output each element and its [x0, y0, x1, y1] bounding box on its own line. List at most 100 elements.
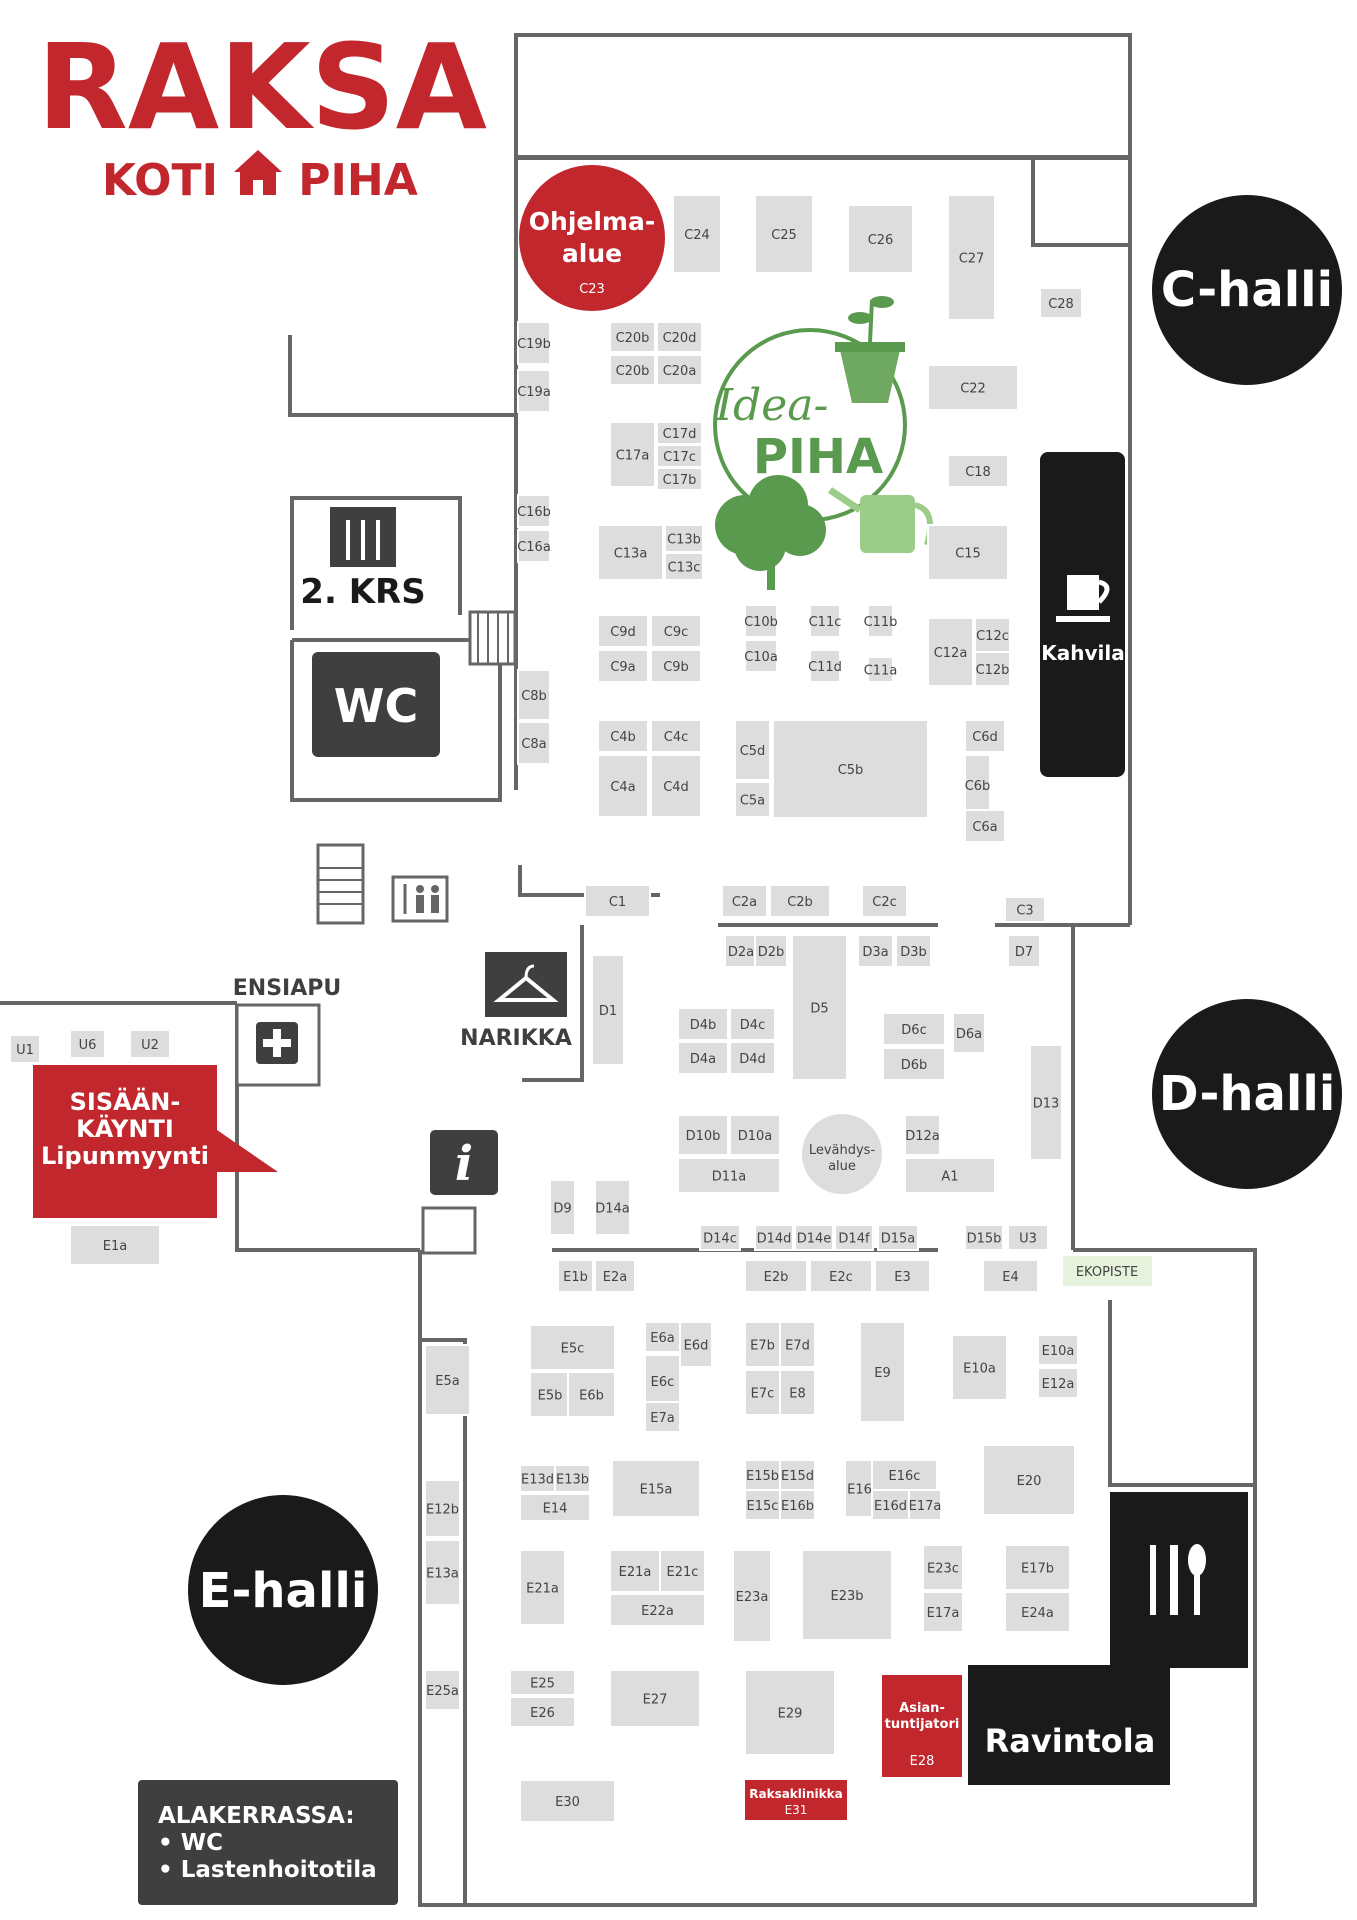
info-point[interactable]: i — [421, 1130, 498, 1255]
booth-e25[interactable]: E25 — [509, 1669, 576, 1696]
booth-c2c[interactable]: C2c — [861, 884, 908, 918]
booth-c15[interactable]: C15 — [927, 524, 1009, 581]
booth-e27[interactable]: E27 — [609, 1669, 701, 1728]
booth-d14a[interactable]: D14a — [594, 1179, 631, 1236]
booth-d4d[interactable]: D4d — [729, 1041, 776, 1075]
booth-c8b[interactable]: C8b — [517, 669, 551, 721]
booth-d10b[interactable]: D10b — [677, 1114, 729, 1156]
booth-e5a[interactable]: E5a — [424, 1344, 471, 1416]
booth-e25a[interactable]: E25a — [424, 1669, 461, 1711]
booth-c19a[interactable]: C19a — [517, 369, 551, 413]
booth-e7d[interactable]: E7d — [779, 1321, 816, 1368]
booth-d14d[interactable]: D14d — [754, 1224, 794, 1251]
booth-c9c[interactable]: C9c — [650, 614, 702, 648]
booth-c20a[interactable]: C20a — [656, 354, 703, 386]
booth-e2c[interactable]: E2c — [809, 1259, 873, 1293]
booth-e10a[interactable]: E10a — [1037, 1334, 1079, 1366]
booth-e13b[interactable]: E13b — [554, 1464, 591, 1493]
booth-a1[interactable]: A1 — [904, 1157, 996, 1194]
booth-c11a[interactable]: C11a — [864, 656, 898, 683]
booth-d6c[interactable]: D6c — [882, 1012, 946, 1046]
booth-c17d[interactable]: C17d — [656, 421, 703, 445]
booth-e2a[interactable]: E2a — [594, 1259, 636, 1293]
booth-e16d[interactable]: E16d — [871, 1489, 910, 1521]
wc-zone[interactable]: WC — [290, 638, 502, 802]
levahdys-zone[interactable]: Levähdys- alue — [802, 1114, 882, 1194]
booth-e26[interactable]: E26 — [509, 1696, 576, 1728]
booth-c9d[interactable]: C9d — [597, 614, 649, 648]
ohjelma-alue-zone[interactable]: Ohjelma- alue C23 — [519, 165, 665, 311]
booth-c8a[interactable]: C8a — [517, 721, 551, 765]
booth-e3[interactable]: E3 — [874, 1259, 931, 1293]
booth-c22[interactable]: C22 — [927, 364, 1019, 411]
booth-c1[interactable]: C1 — [584, 884, 651, 918]
booth-c11c[interactable]: C11c — [809, 604, 842, 638]
booth-e15c[interactable]: E15c — [744, 1489, 781, 1521]
booth-d3a[interactable]: D3a — [857, 934, 894, 968]
booth-e15d[interactable]: E15d — [779, 1459, 816, 1491]
booth-c4a[interactable]: C4a — [597, 754, 649, 818]
booth-e21a[interactable]: E21a — [519, 1549, 566, 1626]
booth-c13c[interactable]: C13c — [664, 552, 704, 581]
booth-d15a[interactable]: D15a — [877, 1224, 919, 1251]
booth-c17a[interactable]: C17a — [609, 421, 656, 488]
booth-c26[interactable]: C26 — [847, 204, 914, 274]
booth-e16b[interactable]: E16b — [779, 1489, 816, 1521]
booth-c4b[interactable]: C4b — [597, 719, 649, 753]
booth-c2a[interactable]: C2a — [721, 884, 768, 918]
booth-u3[interactable]: U3 — [1007, 1224, 1049, 1251]
booth-c12c[interactable]: C12c — [974, 617, 1011, 653]
booth-d4c[interactable]: D4c — [729, 1007, 776, 1041]
booth-e17b[interactable]: E17b — [1004, 1544, 1071, 1591]
booth-e9[interactable]: E9 — [859, 1321, 906, 1423]
booth-c16a[interactable]: C16a — [517, 529, 551, 563]
booth-e5b[interactable]: E5b — [529, 1371, 571, 1418]
booth-c11d[interactable]: C11d — [808, 649, 842, 683]
booth-e21a[interactable]: E21a — [609, 1549, 661, 1593]
booth-c4c[interactable]: C4c — [650, 719, 702, 753]
booth-u6[interactable]: U6 — [69, 1029, 106, 1059]
booth-c19b[interactable]: C19b — [517, 321, 551, 365]
booth-e20[interactable]: E20 — [982, 1444, 1076, 1516]
booth-e17a[interactable]: E17a — [922, 1591, 964, 1633]
booth-d6b[interactable]: D6b — [882, 1047, 946, 1081]
booth-c13b[interactable]: C13b — [664, 524, 704, 553]
booth-e15a[interactable]: E15a — [611, 1459, 701, 1518]
booth-d9[interactable]: D9 — [549, 1179, 576, 1236]
booth-e13d[interactable]: E13d — [519, 1464, 556, 1493]
asiantuntijatori-zone[interactable]: Asian- tuntijatori E28 — [882, 1675, 962, 1777]
booth-d1[interactable]: D1 — [591, 954, 625, 1066]
booth-e23b[interactable]: E23b — [801, 1549, 893, 1641]
booth-c5b[interactable]: C5b — [772, 719, 929, 819]
booth-d6a[interactable]: D6a — [952, 1012, 986, 1054]
booth-c10b[interactable]: C10b — [744, 604, 778, 638]
booth-e15b[interactable]: E15b — [744, 1459, 781, 1491]
booth-e23c[interactable]: E23c — [922, 1544, 964, 1591]
booth-e6c[interactable]: E6c — [644, 1354, 681, 1408]
booth-c13a[interactable]: C13a — [597, 524, 664, 581]
booth-e6b[interactable]: E6b — [567, 1371, 616, 1418]
booth-e6d[interactable]: E6d — [679, 1321, 713, 1368]
booth-c6b[interactable]: C6b — [964, 754, 991, 816]
booth-c20b[interactable]: C20b — [609, 321, 656, 353]
booth-c18[interactable]: C18 — [947, 454, 1009, 488]
booth-e12a[interactable]: E12a — [1037, 1367, 1079, 1399]
booth-e13a[interactable]: E13a — [424, 1539, 461, 1606]
booth-c9b[interactable]: C9b — [650, 649, 702, 683]
booth-c11b[interactable]: C11b — [864, 604, 898, 638]
booth-e23a[interactable]: E23a — [732, 1549, 772, 1643]
booth-c17c[interactable]: C17c — [656, 444, 703, 468]
booth-d5[interactable]: D5 — [791, 934, 848, 1081]
booth-d12a[interactable]: D12a — [904, 1114, 941, 1156]
narikka-zone[interactable]: NARIKKA — [460, 952, 572, 1051]
booth-e4[interactable]: E4 — [982, 1259, 1039, 1293]
booth-e22a[interactable]: E22a — [609, 1593, 706, 1627]
booth-e7a[interactable]: E7a — [644, 1401, 681, 1433]
booth-d3b[interactable]: D3b — [895, 934, 932, 968]
booth-c20d[interactable]: C20d — [656, 321, 703, 353]
booth-c25[interactable]: C25 — [754, 194, 814, 274]
booth-e29[interactable]: E29 — [744, 1669, 836, 1756]
booth-c24[interactable]: C24 — [672, 194, 722, 274]
booth-e24a[interactable]: E24a — [1004, 1591, 1071, 1633]
booth-c17b[interactable]: C17b — [656, 467, 703, 491]
